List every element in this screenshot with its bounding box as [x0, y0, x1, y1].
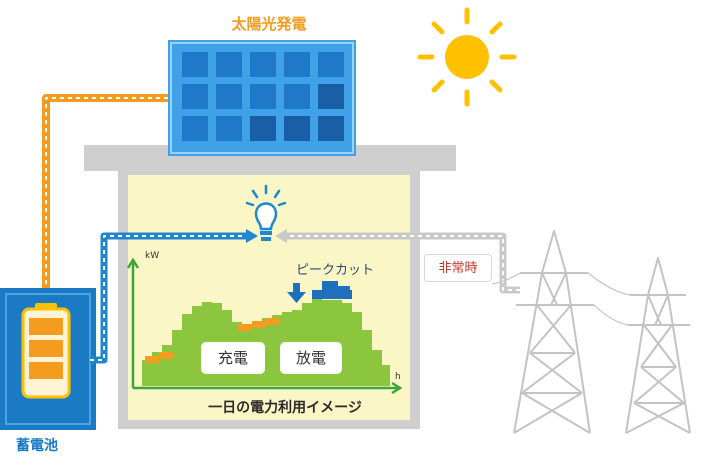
discharge-label: 放電: [280, 342, 342, 374]
solar-power-label: 太陽光発電: [231, 15, 307, 33]
y-axis-unit-label: kW: [145, 251, 160, 261]
light-bulb-icon: [245, 184, 287, 241]
peak-cut-label: ピークカット: [296, 263, 375, 278]
peak-cut-arrow-icon: [287, 283, 306, 303]
battery-icon: [0, 288, 96, 430]
charge-blocks: [145, 318, 280, 363]
solar-to-battery-line: [42, 94, 168, 292]
peak-cut-blocks: [312, 281, 352, 299]
battery-to-bulb-line: [90, 232, 248, 364]
x-axis-unit-label: h: [395, 372, 401, 382]
power-tower-icon: [491, 230, 691, 434]
chart-axes: [126, 257, 403, 395]
right-arrow-icon: [246, 229, 258, 243]
charge-label: 充電: [201, 342, 265, 374]
sun-icon: [417, 7, 517, 107]
grid-to-bulb-line: [285, 232, 520, 294]
left-arrow-icon: [275, 229, 287, 243]
house: [84, 145, 456, 429]
emergency-label: 非常時: [424, 254, 492, 282]
battery-label: 蓄電池: [16, 438, 58, 454]
solar-panel-icon: [168, 40, 356, 156]
chart-caption: 一日の電力利用イメージ: [208, 400, 362, 416]
